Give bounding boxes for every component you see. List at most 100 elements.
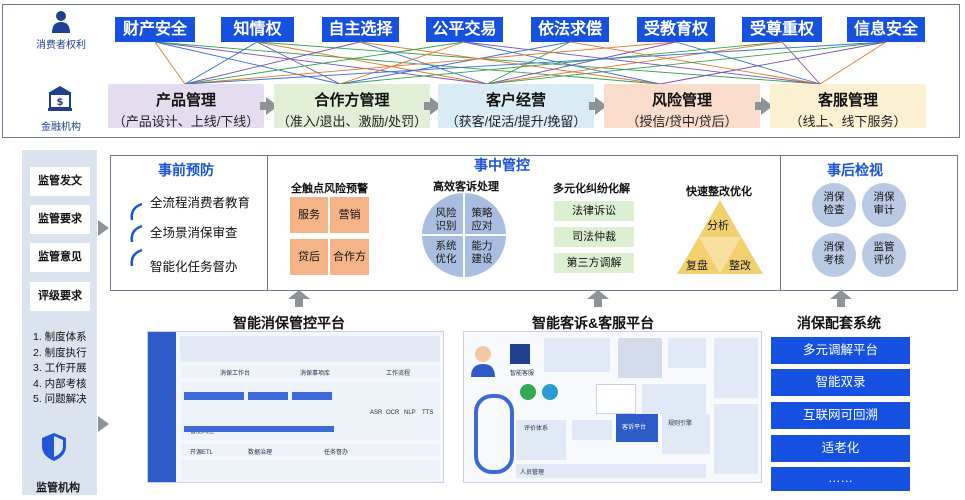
partner-management-sub: （准入/退出、激励/处罚） <box>276 114 428 129</box>
risk-management-sub: （授信/贷中/贷后） <box>626 114 738 129</box>
service-management-title: 客服管理 <box>817 92 878 109</box>
support-more: …… <box>771 467 910 491</box>
quad-strategy: 策略 应对 <box>471 207 493 232</box>
support-elderly: 适老化 <box>771 435 910 462</box>
thumb2-label: 客诉平台 <box>622 425 647 431</box>
post-inspection-label: 消保 检查 <box>823 191 845 216</box>
partner-management-title: 合作方管理 <box>314 92 390 109</box>
quad-capability: 能力 建设 <box>471 240 493 265</box>
right-info-security: 信息安全 <box>847 17 925 42</box>
post-assessment: 消保 考核 <box>812 233 856 277</box>
post-inspection: 消保 检查 <box>812 183 856 227</box>
control-platform-screenshot: 消保工作台 消保事项库 工作流程 ASR OCR NLP TTS 智能风控 数据… <box>147 331 444 483</box>
reg-list-item: 1. 制度体系 <box>33 331 87 343</box>
thumb2-label: 规则引擎 <box>668 421 693 427</box>
regulator-label: 监管机构 <box>36 482 80 494</box>
pre-item-education: 全流程消费者教育 <box>150 196 251 210</box>
product-management-sub: （产品设计、上线/下线） <box>112 114 260 129</box>
reg-chip-rating: 评级要求 <box>30 282 90 311</box>
dispute-litigation: 法律诉讼 <box>554 201 634 221</box>
post-evaluation: 监管 评价 <box>862 233 906 277</box>
thumb1-label: 消保事项库 <box>300 371 331 377</box>
top-frame <box>2 4 960 138</box>
reg-list-item: 5. 问题解决 <box>33 393 87 405</box>
rectify-analyze: 分析 <box>707 220 729 232</box>
right-fair-trade: 公平交易 <box>426 17 503 42</box>
quad-identify: 风险 识别 <box>435 207 457 232</box>
platform-complaint-title: 智能客诉&客服平台 <box>532 315 655 331</box>
thumb2-label: 评价体系 <box>524 426 549 432</box>
risk-cell-partner: 合作方 <box>330 239 369 275</box>
consumer-icon <box>52 11 70 33</box>
consumer-rights-label: 消费者权利 <box>36 40 86 51</box>
support-traceability: 互联网可回溯 <box>771 402 910 429</box>
rectify-triangle <box>677 200 763 274</box>
risk-cell-marketing: 营销 <box>330 197 369 233</box>
right-free-choice: 自主选择 <box>322 17 399 42</box>
right-to-know: 知情权 <box>221 17 294 42</box>
post-assessment-label: 消保 考核 <box>823 241 845 266</box>
agent-avatar-icon <box>471 346 495 377</box>
service-management-sub: （线上、线下服务） <box>789 114 907 129</box>
customer-operation-sub: （获客/促活/提升/挽留） <box>445 114 587 129</box>
thumb1-label: ASR <box>370 410 383 416</box>
platform-support-title: 消保配套系统 <box>797 315 881 331</box>
reg-list-item: 4. 内部考核 <box>33 377 87 390</box>
dispute-title: 多元化纠纷化解 <box>553 183 630 195</box>
risk-cell-service: 服务 <box>290 197 328 233</box>
complaint-title: 高效客诉处理 <box>433 181 499 193</box>
right-education: 受教育权 <box>637 17 715 42</box>
thumb2-label: 人员管理 <box>520 470 545 476</box>
rights-connections <box>154 41 887 85</box>
thumb1-label: TTS <box>422 410 434 416</box>
thumb1-label: OCR <box>386 410 400 416</box>
divider-2 <box>780 155 781 291</box>
pre-title: 事前预防 <box>158 162 214 178</box>
support-recording: 智能双录 <box>771 369 910 396</box>
service-management-box: 客服管理 （线上、线下服务） <box>770 84 926 129</box>
support-mediation: 多元调解平台 <box>771 337 910 364</box>
post-evaluation-label: 监管 评价 <box>873 241 895 266</box>
rectify-fix: 整改 <box>729 260 751 272</box>
dispute-arbitration: 司法仲裁 <box>554 227 634 247</box>
right-respect: 受尊重权 <box>742 17 822 42</box>
thumb1-label: 智能风控 <box>190 429 215 435</box>
post-audit-label: 消保 审计 <box>873 191 895 216</box>
institution-label: 金融机构 <box>41 122 81 133</box>
thumb1-label: 任务督办 <box>324 450 349 456</box>
customer-operation-title: 客户经营 <box>485 92 546 109</box>
right-property-safety: 财产安全 <box>115 17 195 42</box>
risk-management-box: 风险管理 （授信/贷中/贷后） <box>604 84 760 129</box>
divider-1 <box>267 155 268 291</box>
risk-cell-postloan: 贷后 <box>290 239 328 275</box>
reg-chip-documents: 监管发文 <box>30 167 90 196</box>
reg-arrow-2 <box>98 416 109 432</box>
partner-management-box: 合作方管理 （准入/退出、激励/处罚） <box>274 84 430 129</box>
customer-operation-box: 客户经营 （获客/促活/提升/挽留） <box>438 84 594 129</box>
complaint-quad-circle <box>422 193 506 277</box>
pre-item-review: 全场景消保审查 <box>150 226 238 240</box>
pre-item-supervision: 智能化任务督办 <box>150 260 238 274</box>
dispute-mediation: 第三方调解 <box>554 253 634 273</box>
post-audit: 消保 审计 <box>862 183 906 227</box>
up-arrow-2 <box>587 290 609 307</box>
risk-warning-title: 全触点风险预警 <box>291 183 368 195</box>
quad-optimize: 系统 优化 <box>435 240 457 265</box>
reg-chip-opinions: 监管意见 <box>30 243 90 272</box>
rectify-title: 快速整改优化 <box>686 186 752 198</box>
svg-text:$: $ <box>57 97 64 108</box>
regulator-list: 1. 制度体系 2. 制度执行 3. 工作开展 4. 内部考核 5. 问题解决 <box>33 330 87 408</box>
shield-icon <box>42 433 66 461</box>
up-arrow-1 <box>288 290 310 307</box>
cycle-arrows-icon <box>130 202 143 267</box>
control-frame <box>110 155 958 291</box>
reg-arrow-1 <box>98 220 109 236</box>
reg-chip-requirements: 监管要求 <box>30 205 90 234</box>
right-compensation: 依法求偿 <box>531 17 609 42</box>
platform-control-title: 智能消保管控平台 <box>233 315 345 331</box>
complaint-platform-screenshot: 智能客服 客诉平台 评价体系 人员管理 规则引擎 <box>463 331 762 483</box>
thumb1-label: 消保工作台 <box>220 371 251 377</box>
reg-list-item: 2. 制度执行 <box>33 346 87 359</box>
bank-icon: $ <box>48 86 72 111</box>
thumb1-label: NLP <box>404 410 416 416</box>
